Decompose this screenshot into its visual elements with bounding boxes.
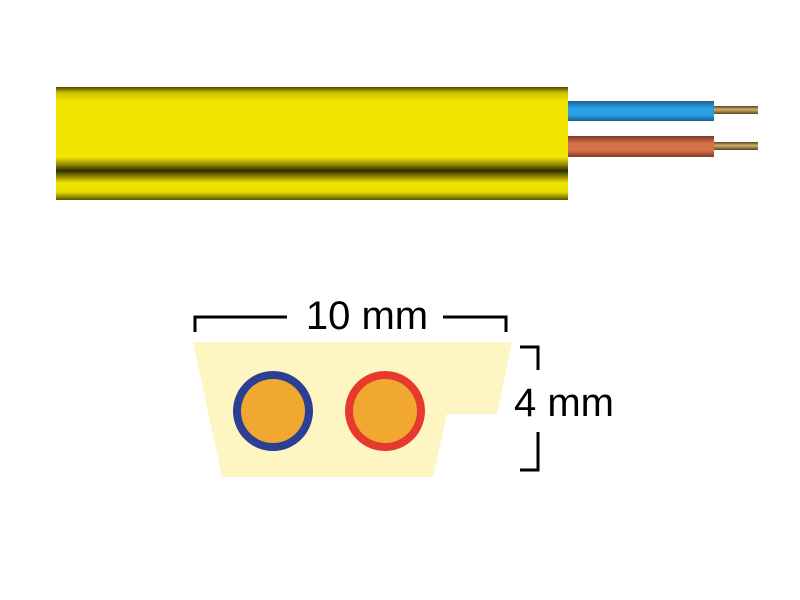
brown-conductor: [710, 142, 758, 150]
blue-core-copper: [241, 379, 305, 443]
cable-cross-section: [193, 342, 512, 477]
height-dimension: 4 mm: [514, 345, 614, 472]
height-bracket-top: [520, 345, 540, 370]
cable-side-view: [56, 87, 758, 200]
red-core-copper: [353, 379, 417, 443]
blue-conductor: [710, 106, 758, 114]
height-label: 4 mm: [514, 381, 614, 425]
brown-wire: [562, 136, 714, 157]
width-label: 10 mm: [306, 294, 428, 338]
yellow-sheath: [56, 87, 568, 200]
width-bracket-right: [443, 315, 508, 332]
width-bracket-left: [193, 315, 287, 332]
width-dimension: 10 mm: [193, 294, 508, 338]
height-bracket-bottom: [520, 432, 540, 472]
blue-wire: [562, 101, 714, 121]
